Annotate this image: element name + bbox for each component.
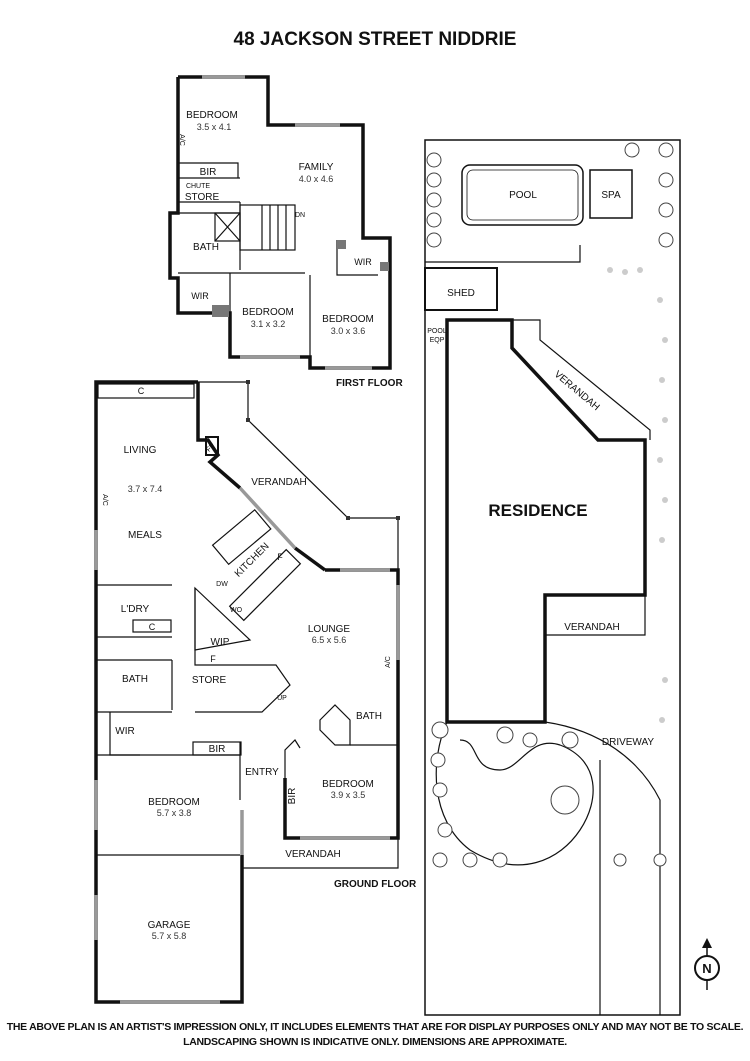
lounge-ac-label: A/C	[385, 656, 392, 668]
ff-bath-label: BATH	[193, 242, 219, 253]
residence-label: RESIDENCE	[488, 501, 587, 520]
cupboard-c-label: C	[138, 386, 145, 396]
site-plan: POOL SPA SHED POOL EQP VERANDAH RESIDENC…	[424, 139, 681, 1016]
ff-dn-label: DN	[295, 212, 305, 219]
garage-label: GARAGE	[148, 920, 191, 931]
ff-wir2-label: WIR	[354, 257, 372, 267]
laundry-label: L'DRY	[121, 604, 150, 615]
pool-label: POOL	[509, 190, 537, 201]
stairs-up-label: UP	[277, 695, 287, 702]
north-label: N	[702, 961, 711, 976]
ff-bir-label: BIR	[200, 167, 217, 178]
plan-title: 48 JACKSON STREET NIDDRIE	[234, 29, 517, 50]
site-verandah-upper-label: VERANDAH	[552, 369, 602, 413]
ground-floor-label: GROUND FLOOR	[334, 879, 417, 890]
bedroom2-label: BEDROOM	[322, 779, 374, 790]
ff-bedroom3-label: BEDROOM	[322, 314, 374, 325]
ff-family-label: FAMILY	[299, 162, 334, 173]
dishwasher-label: DW	[216, 581, 228, 588]
garage-size: 5.7 x 5.8	[152, 931, 187, 941]
wir-label: WIR	[115, 726, 134, 737]
pool-eqp-label-1: POOL	[427, 328, 447, 335]
pool-eqp-label-2: EQP	[430, 337, 445, 344]
lounge-label: LOUNGE	[308, 624, 351, 635]
disclaimer-line-1: THE ABOVE PLAN IS AN ARTIST'S IMPRESSION…	[6, 1021, 744, 1033]
ff-ac-label: A/C	[178, 134, 185, 146]
first-floor-label: FIRST FLOOR	[336, 378, 403, 389]
living-size: 3.7 x 7.4	[128, 484, 163, 494]
disclaimer-row-2: LANDSCAPING SHOWN IS INDICATIVE ONLY. DI…	[0, 1032, 750, 1050]
spa-label: SPA	[601, 190, 621, 201]
living-label: LIVING	[124, 445, 157, 456]
entry-label: ENTRY	[245, 767, 279, 778]
bir2-label: BIR	[287, 788, 298, 805]
site-verandah-lower-label: VERANDAH	[564, 622, 620, 633]
verandah-bottom-label: VERANDAH	[285, 849, 341, 860]
lounge-size: 6.5 x 5.6	[312, 635, 347, 645]
meals-label: MEALS	[128, 530, 162, 541]
bir1-label: BIR	[209, 744, 226, 755]
ff-wir1-label: WIR	[191, 291, 209, 301]
bedroom2-size: 3.9 x 3.5	[331, 790, 366, 800]
wall-oven-label: WO	[230, 607, 243, 614]
verandah-top-label: VERANDAH	[251, 477, 307, 488]
ff-bedroom1-label: BEDROOM	[186, 110, 238, 121]
bath2-label: BATH	[356, 711, 382, 722]
shed-label: SHED	[447, 288, 475, 299]
laundry-c-label: C	[149, 622, 156, 632]
first-floor-plan: BEDROOM 3.5 x 4.1 FAMILY 4.0 x 4.6 BEDRO…	[168, 75, 403, 389]
store-label: STORE	[192, 675, 227, 686]
bedroom1-size: 5.7 x 3.8	[157, 808, 192, 818]
ff-bedroom1-size: 3.5 x 4.1	[197, 122, 232, 132]
ff-bedroom2-label: BEDROOM	[242, 307, 294, 318]
ground-floor-plan: LIVING 3.7 x 7.4 MEALS KITCHEN VERANDAH …	[94, 380, 417, 1004]
ff-family-size: 4.0 x 4.6	[299, 174, 334, 184]
wip-label: WIP	[211, 637, 230, 648]
living-ac-label: A/C	[101, 494, 108, 506]
fireplace-label: FP	[205, 442, 217, 454]
bedroom1-label: BEDROOM	[148, 797, 200, 808]
ff-store-label: STORE	[185, 192, 220, 203]
kitchen-f-label: F	[277, 552, 283, 562]
driveway-label: DRIVEWAY	[602, 737, 655, 748]
north-arrow-icon: N	[694, 938, 720, 990]
fridge-f-label: F	[210, 654, 216, 664]
kitchen-label: KITCHEN	[233, 541, 272, 580]
ff-chute-label: CHUTE	[186, 183, 210, 190]
disclaimer-row-1: THE ABOVE PLAN IS AN ARTIST'S IMPRESSION…	[0, 1017, 750, 1035]
ff-bedroom3-size: 3.0 x 3.6	[331, 326, 366, 336]
disclaimer-line-2: LANDSCAPING SHOWN IS INDICATIVE ONLY. DI…	[183, 1036, 567, 1048]
ff-bedroom2-size: 3.1 x 3.2	[251, 319, 286, 329]
bath1-label: BATH	[122, 674, 148, 685]
